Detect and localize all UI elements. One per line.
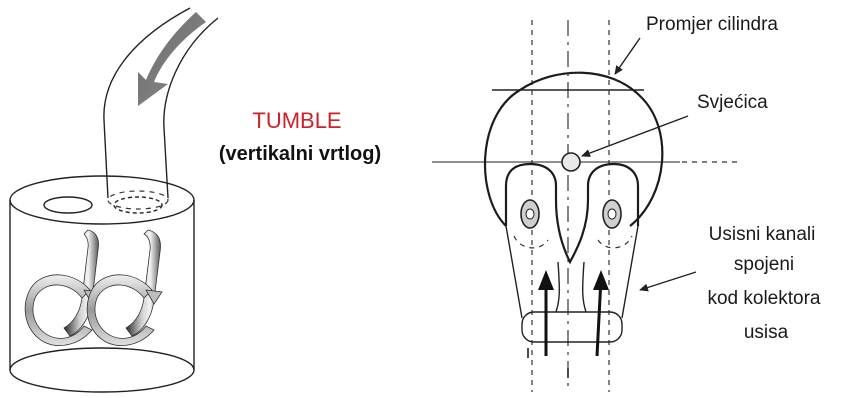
cylinder-bore bbox=[485, 73, 662, 226]
intake-valve-right bbox=[603, 200, 621, 228]
intake-valve-left bbox=[521, 200, 539, 228]
flow-arrow-icon bbox=[138, 12, 206, 106]
intake-arrow-icon bbox=[593, 270, 609, 356]
tumble-title: TUMBLE bbox=[252, 108, 341, 133]
valve-right-opening bbox=[114, 197, 162, 213]
leader-spark-plug bbox=[582, 116, 688, 156]
label-intake-line1: Usisni kanali bbox=[709, 224, 816, 245]
label-cylinder-diameter: Promjer cilindra bbox=[646, 14, 778, 35]
runner-inner-lines bbox=[556, 262, 586, 312]
leader-diameter bbox=[615, 38, 640, 74]
leader-intake bbox=[640, 272, 696, 290]
chamber-top-view bbox=[432, 20, 740, 392]
collector-plenum bbox=[522, 312, 622, 342]
port-divider bbox=[556, 200, 588, 262]
spark-plug-icon bbox=[562, 153, 580, 171]
label-spark-plug: Svjećica bbox=[697, 92, 768, 113]
cylinder-bottom bbox=[10, 348, 194, 392]
intake-runner bbox=[506, 226, 638, 318]
label-intake-line4: usisa bbox=[744, 322, 789, 343]
bottom-tick-marks bbox=[528, 348, 568, 378]
valve-left-opening bbox=[44, 197, 92, 213]
label-intake-line2: spojeni bbox=[734, 254, 794, 275]
intake-arrow-icon bbox=[538, 270, 554, 356]
swirl-ribbon-icon bbox=[25, 230, 100, 346]
pipe-opening bbox=[108, 191, 168, 209]
cylinder-top bbox=[10, 176, 194, 224]
intake-pipe bbox=[104, 8, 218, 198]
cylinder-illustration bbox=[10, 8, 218, 392]
label-intake-line3: kod kolektora bbox=[707, 288, 820, 309]
tumble-subtitle: (vertikalni vrtlog) bbox=[219, 143, 381, 165]
